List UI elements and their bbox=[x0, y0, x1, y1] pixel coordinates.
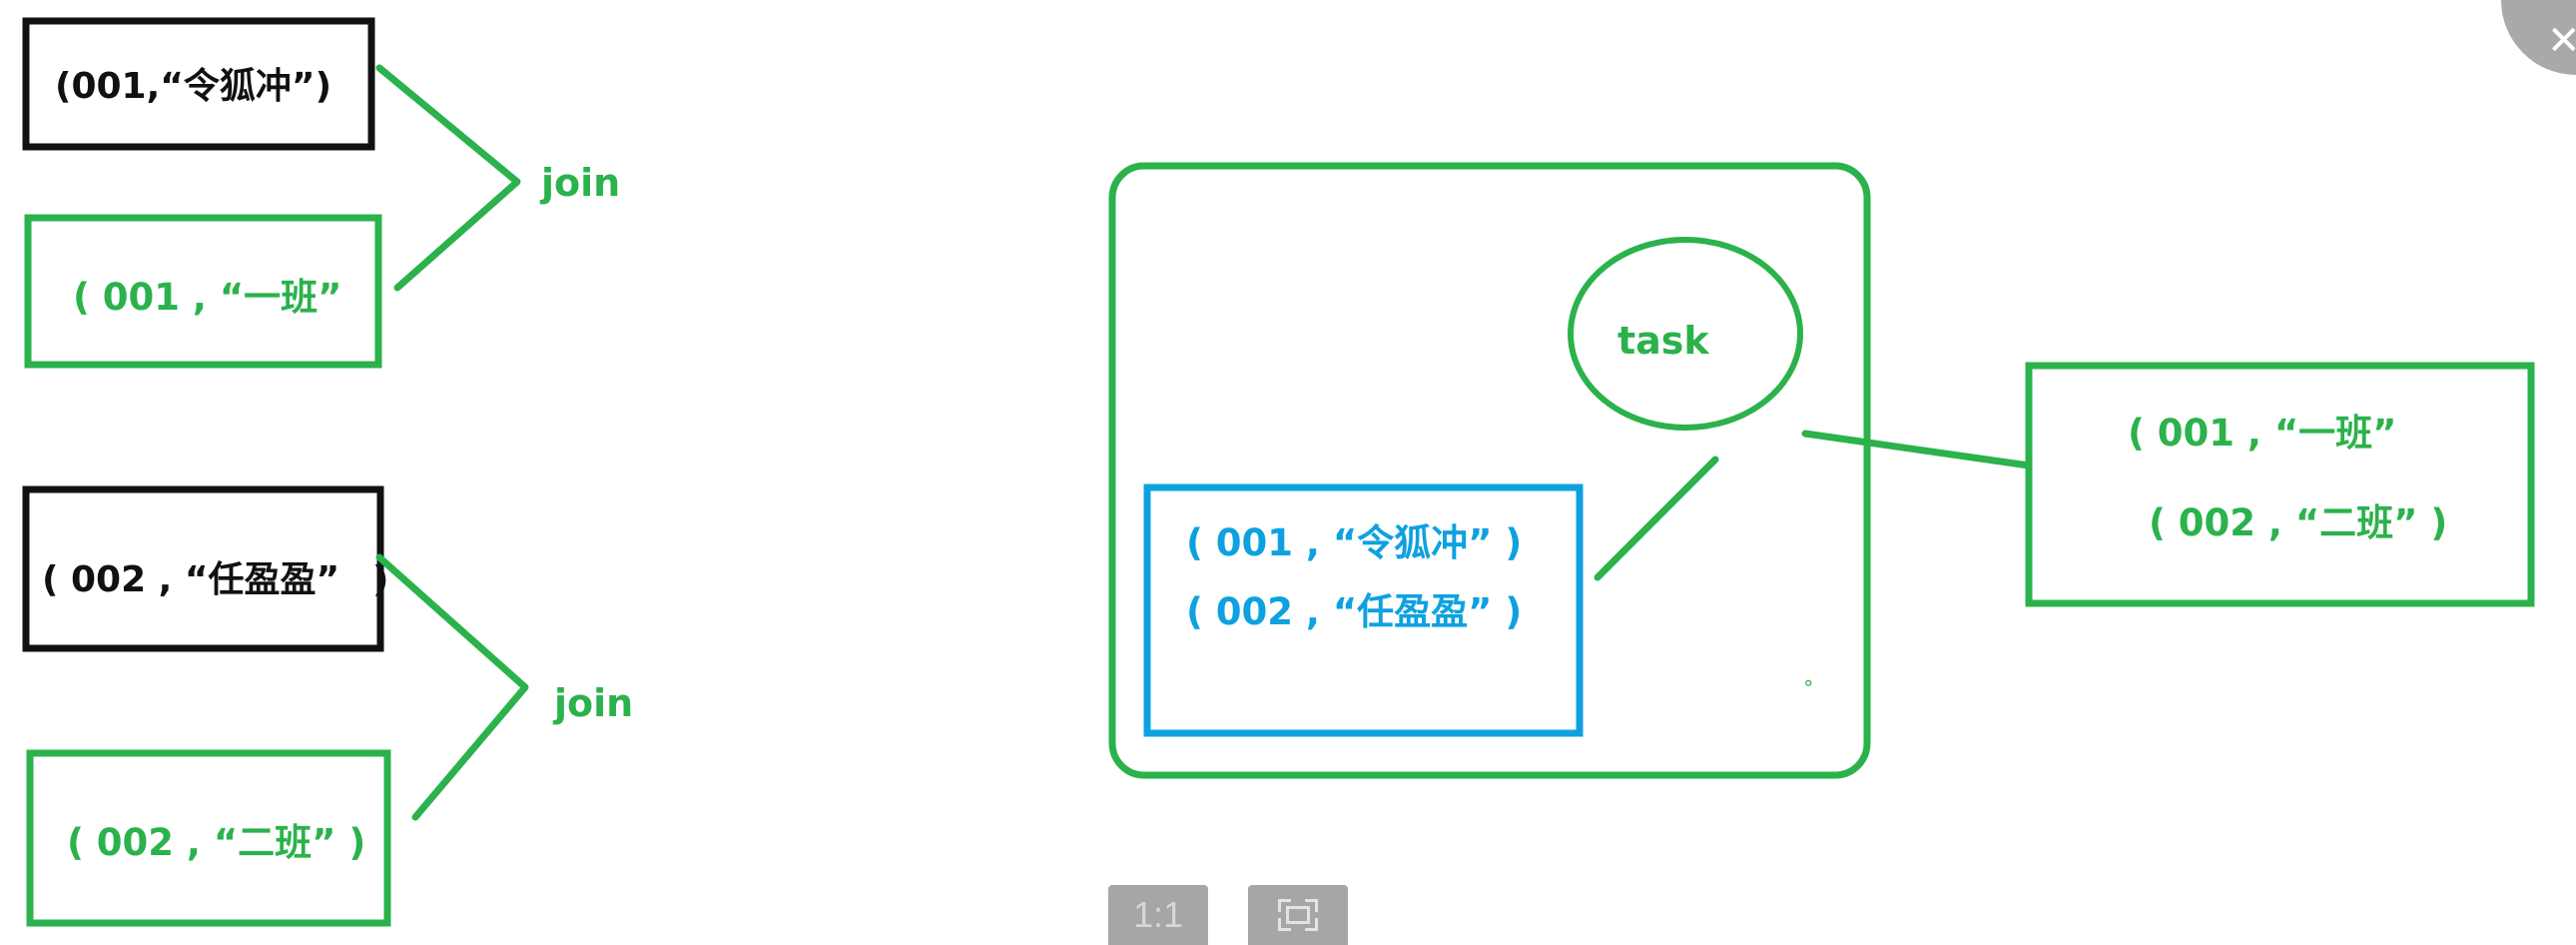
marker-dot: ∘ bbox=[1802, 670, 1815, 694]
broadcast-line-2: ( 002 , “二班” ) bbox=[2149, 501, 2447, 544]
class-text-2: ( 002 , “二班” ) bbox=[67, 821, 365, 864]
record-text-2-paren: ) bbox=[372, 559, 388, 600]
task-label: task bbox=[1617, 319, 1709, 363]
fit-screen-button[interactable] bbox=[1248, 885, 1348, 945]
task-to-partition-connector bbox=[1594, 456, 1719, 581]
broadcast-connector bbox=[1801, 430, 2033, 470]
record-box-2 bbox=[22, 485, 384, 652]
record-text-2: ( 002 , “任盈盈” bbox=[42, 559, 339, 600]
record-box-1 bbox=[22, 17, 375, 151]
close-icon: ✕ bbox=[2547, 18, 2576, 64]
task-ellipse bbox=[1568, 237, 1803, 431]
join-connector-1 bbox=[375, 64, 521, 292]
class-box-2 bbox=[26, 749, 391, 927]
join-connector-2 bbox=[375, 553, 529, 821]
executor-box bbox=[1108, 162, 1871, 779]
partition-line-1: ( 001 , “令狐冲” ) bbox=[1186, 521, 1522, 564]
actual-size-button[interactable]: 1:1 bbox=[1108, 885, 1208, 945]
partition-line-2: ( 002 , “任盈盈” ) bbox=[1186, 590, 1522, 633]
class-box-1 bbox=[24, 214, 382, 369]
broadcast-box bbox=[2025, 362, 2535, 607]
join-label-1: join bbox=[539, 161, 620, 205]
fit-to-screen-icon bbox=[1278, 899, 1318, 931]
join-label-2: join bbox=[552, 681, 633, 725]
partition-box bbox=[1143, 483, 1584, 737]
class-text-1: ( 001 , “一班” bbox=[73, 276, 341, 319]
record-text-1: (001,“令狐冲”) bbox=[55, 66, 331, 107]
broadcast-line-1: ( 001 , “一班” bbox=[2128, 412, 2396, 455]
